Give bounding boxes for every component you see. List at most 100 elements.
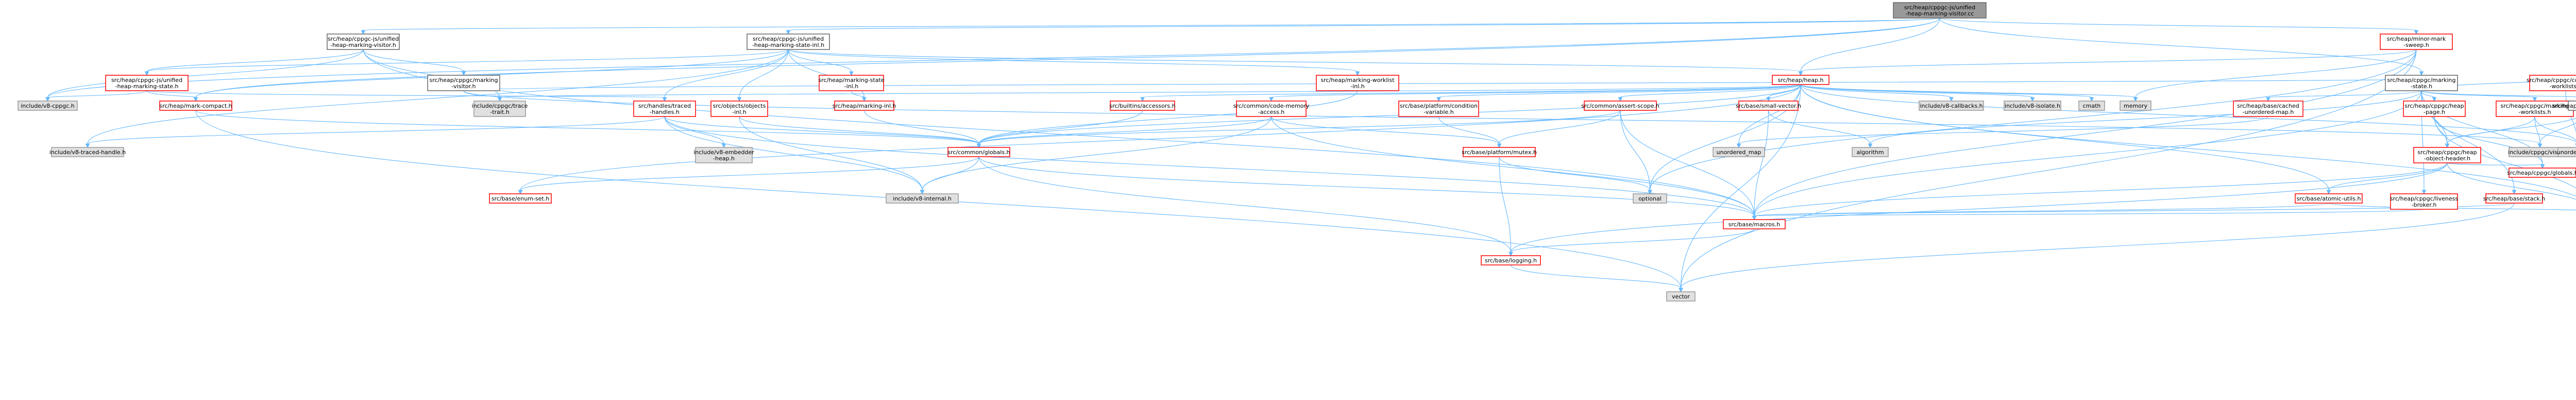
graph-node-n24: memory [2120,101,2151,111]
node-box [2413,147,2481,163]
node-label: src/common/code-memory [1233,103,1310,109]
node-label: include/v8-cppgc.h [21,103,75,109]
graph-node-n29[interactable]: src/heap/cppgc/compaction-worklists.h [2527,75,2576,91]
arrowhead [518,190,523,195]
graph-node-n44[interactable]: src/heap/base/stack.h [2483,193,2546,204]
node-label: src/common/globals.h [947,149,1010,156]
node-label: src/base/platform/condition [1400,103,1478,109]
arrowhead [85,143,90,148]
graph-node-n6[interactable]: src/heap/cppgc/marking-visitor.h [427,75,500,91]
graph-node-n18[interactable]: src/base/platform/condition-variable.h [1398,101,1479,117]
node-box [2485,193,2543,204]
node-label: src/heap/cppgc-js/unified [753,36,824,42]
graph-node-n2[interactable]: src/heap/cppgc-js/unified-heap-marking-s… [747,34,830,50]
node-box [1666,291,1696,302]
edge-n36-to-n45 [2447,162,2545,169]
node-label: src/heap/cppgc/marking [2500,103,2569,109]
arrowhead [1355,71,1360,76]
graph-node-n42[interactable]: src/base/atomic-utils.h [2295,193,2363,204]
graph-node-n26[interactable]: src/heap/cppgc/heap-page.h [2403,101,2466,117]
graph-node-n10[interactable]: src/handles/traced-handles.h [633,101,696,117]
node-label: memory [2124,103,2147,109]
node-label: -heap-marking-state.h [115,83,178,90]
arrowhead [849,71,854,76]
arrowhead [1436,97,1441,102]
node-box [695,147,753,163]
graph-node-n25[interactable]: src/heap/base/cached-unordered-map.h [2233,101,2303,117]
node-box [886,193,959,204]
edge-n15-to-n16 [1140,84,1801,102]
arrowhead [2414,30,2419,35]
graph-node-n3[interactable]: src/heap/minor-mark-sweep.h [2380,34,2453,50]
node-label: src/heap/mark-compact.h [159,103,232,109]
graph-node-n49: vector [1666,291,1696,302]
graph-node-n36[interactable]: src/heap/cppgc/heap-object-header.h [2413,147,2481,163]
edge-n15-to-n46 [1800,84,2576,197]
node-box [2496,101,2574,117]
graph-node-n43[interactable]: src/heap/cppgc/liveness-broker.h [2390,193,2459,210]
node-box [2380,34,2453,50]
node-box [327,34,400,50]
node-label: src/heap/cppgc/heap [2404,103,2464,109]
node-box [51,147,124,157]
graph-node-n8[interactable]: src/heap/mark-compact.h [159,101,232,111]
graph-node-n16[interactable]: src/builtins/accessors.h [1109,101,1176,111]
graph-node-root[interactable]: src/heap/cppgc-js/unified-heap-marking-v… [1893,2,1987,19]
graph-node-n47[interactable]: src/base/macros.h [1723,219,1786,229]
node-label: -heap-marking-visitor.h [330,42,396,48]
graph-node-n15[interactable]: src/heap/heap.h [1772,75,1829,85]
graph-node-n4[interactable]: src/heap/cppgc/marking-state.h [2385,75,2458,91]
node-label: src/common/assert-scope.h [1581,103,1659,109]
node-label: src/builtins/accessors.h [1109,103,1175,109]
node-label: optional [1638,195,1662,202]
graph-node-n5[interactable]: src/heap/cppgc-js/unified-heap-marking-s… [105,75,189,91]
graph-node-n32[interactable]: src/common/globals.h [947,147,1010,157]
graph-node-n1[interactable]: src/heap/cppgc-js/unified-heap-marking-v… [327,34,400,50]
arrowhead [497,97,502,102]
node-label: src/heap/cppgc/globals.h [2507,170,2576,176]
node-label: include/cppgc/trace [472,103,528,109]
graph-node-n35: algorithm [1852,147,1889,157]
node-box [1110,101,1175,111]
graph-node-n19[interactable]: src/common/assert-scope.h [1581,101,1659,111]
edge-n32-to-n39 [920,156,979,195]
edge-root-to-n3 [1939,18,2419,35]
node-label: src/heap/cppgc/heap [2417,149,2477,156]
node-box [473,101,526,117]
node-label: -access.h [1258,109,1285,115]
node-label: src/heap/cppgc/marking [429,77,498,84]
graph-node-n27[interactable]: src/heap/cppgc/marking-worklists.h [2496,101,2574,117]
arrowhead [1269,97,1274,102]
graph-node-n33[interactable]: src/base/platform/mutex.h [1462,147,1537,157]
node-label: src/heap/base/cached [2237,103,2299,109]
node-box [2385,75,2458,91]
arrowhead [1648,190,1652,195]
graph-node-n9: include/cppgc/trace-trait.h [472,101,528,117]
arrowhead [2537,143,2543,148]
node-box [1893,2,1987,19]
graph-node-n45[interactable]: src/heap/cppgc/globals.h [2507,168,2576,178]
edge-n2-to-n12 [788,49,854,76]
node-box [2120,101,2151,111]
arrowhead [45,97,50,102]
node-label: src/heap/cppgc-js/unified [111,77,182,84]
graph-node-n17[interactable]: src/common/code-memory-access.h [1233,101,1310,117]
graph-node-n28[interactable]: src/heap/cppgc/visitor.h [2552,101,2576,111]
arrowhead [737,97,742,102]
node-label: include/cppgc/visitor.h [2508,149,2572,156]
graph-node-n40[interactable]: src/base/enum-set.h [489,193,552,204]
edge-n5-to-n8 [146,90,198,102]
graph-node-n14[interactable]: src/heap/marking-worklist-inl.h [1316,75,1399,91]
graph-node-n20[interactable]: src/base/small-vector.h [1736,101,1801,111]
node-box [1713,147,1765,157]
graph-node-n12[interactable]: src/heap/marking-state-inl.h [818,75,885,91]
graph-node-n21: include/v8-callbacks.h [1919,101,1984,111]
node-label: src/heap/cppgc-js/unified [328,36,399,42]
edge-n42-to-n46 [2328,203,2576,210]
graph-node-n13[interactable]: src/heap/marking-inl.h [833,101,896,111]
graph-node-n11[interactable]: src/objects/objects-inl.h [710,101,768,117]
arrowhead [1736,143,1741,148]
arrowhead [1497,143,1502,148]
graph-node-n48[interactable]: src/base/logging.h [1481,255,1541,265]
